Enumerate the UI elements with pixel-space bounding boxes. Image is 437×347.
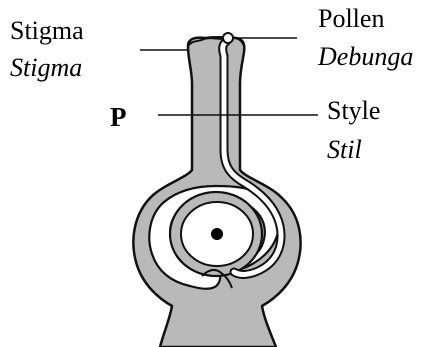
stigma-translation-label: Stigma	[10, 55, 82, 81]
style-label: Style	[327, 98, 380, 124]
pollen-label: Pollen	[318, 6, 384, 32]
style-translation-label: Stil	[327, 137, 362, 163]
pollen-translation-label: Debunga	[318, 44, 413, 70]
egg-nucleus	[211, 228, 223, 240]
stigma-label: Stigma	[10, 18, 84, 44]
pollen-grain	[223, 33, 233, 43]
p-marker-label: P	[110, 104, 127, 131]
